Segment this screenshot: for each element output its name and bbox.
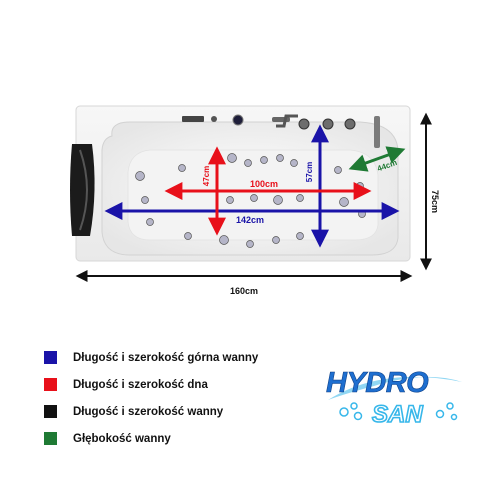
control-knob-icon — [232, 114, 244, 126]
top-width-label: 57cm — [305, 162, 314, 182]
tap-knob-1-icon — [298, 118, 310, 130]
legend-item-depth: Głębokość wanny — [44, 425, 294, 452]
jet-icon — [244, 159, 252, 167]
bottom-length-label: 100cm — [250, 179, 278, 189]
hydrosan-logo: HYDRO SAN — [326, 367, 462, 429]
legend-item-bottom: Długość i szerokość dna — [44, 371, 294, 398]
logo-swoosh — [328, 376, 462, 400]
jet-icon — [227, 153, 237, 163]
legend-swatch-green — [44, 432, 57, 445]
jet-icon — [146, 218, 154, 226]
legend-label-bottom: Długość i szerokość dna — [73, 378, 208, 391]
jet-icon — [184, 232, 192, 240]
jet-icon — [250, 194, 258, 202]
jet-icon — [356, 182, 364, 190]
depth-arrow — [348, 146, 406, 172]
jet-icon — [272, 236, 280, 244]
jet-icon — [296, 194, 304, 202]
jet-icon — [276, 154, 284, 162]
tap-knob-3-icon — [344, 118, 356, 130]
jet-icon — [141, 196, 149, 204]
jet-icon — [273, 195, 283, 205]
display-panel-icon — [182, 116, 204, 122]
faucet-icon — [276, 114, 298, 128]
tap-knob-2-icon — [322, 118, 334, 130]
legend-swatch-red — [44, 378, 57, 391]
outer-length-label: 160cm — [230, 286, 258, 296]
bottom-width-label: 47cm — [202, 166, 211, 186]
legend-item-outer: Długość i szerokość wanny — [44, 398, 294, 425]
drain-control-icon — [272, 117, 290, 122]
jet-icon — [339, 197, 349, 207]
legend-swatch-blue — [44, 351, 57, 364]
legend: Długość i szerokość górna wanny Długość … — [44, 344, 294, 452]
logo-word-hydro: HYDRO — [326, 367, 429, 399]
logo-bubbles-icon — [339, 402, 458, 421]
jet-icon — [219, 235, 229, 245]
jet-icon — [226, 196, 234, 204]
legend-swatch-black — [44, 405, 57, 418]
jet-icon — [246, 240, 254, 248]
shower-handle-icon — [374, 116, 380, 148]
bathtub-diagram: 160cm 75cm 142cm 57cm 100cm 47cm 44cm — [70, 105, 440, 296]
jet-icon — [178, 164, 186, 172]
headrest-pillow — [70, 144, 95, 236]
jet-icon — [334, 166, 342, 174]
legend-item-top: Długość i szerokość górna wanny — [44, 344, 294, 371]
jet-icon — [290, 159, 298, 167]
legend-label-depth: Głębokość wanny — [73, 432, 171, 445]
legend-label-outer: Długość i szerokość wanny — [73, 405, 224, 418]
control-button-icon — [211, 116, 217, 122]
jet-icon — [296, 232, 304, 240]
top-length-label: 142cm — [236, 215, 264, 225]
logo-word-san: SAN — [372, 401, 423, 428]
jet-icon — [135, 171, 145, 181]
outer-width-label: 75cm — [430, 190, 440, 213]
jet-icon — [260, 156, 268, 164]
legend-label-top: Długość i szerokość górna wanny — [73, 351, 259, 364]
